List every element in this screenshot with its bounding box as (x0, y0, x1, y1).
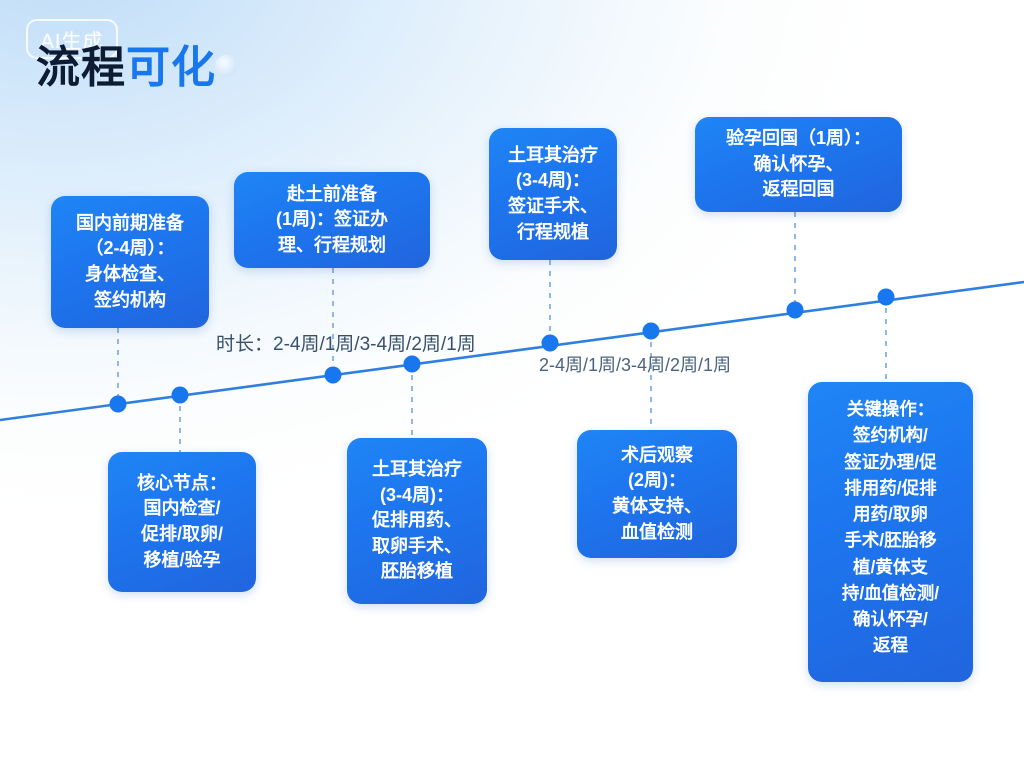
timeline-node-dot[interactable] (541, 334, 559, 352)
card-pregnancy-return[interactable]: 验孕回国（1周）： 确认怀孕、 返程回国 (695, 117, 902, 212)
card-text: 土耳其治疗 (3-4周)： 促排用药、 取卵手术、 胚胎移植 (372, 459, 462, 582)
card-post-op[interactable]: 术后观察 (2周)： 黄体支持、 血值检测 (577, 430, 737, 558)
timeline-duration-label: 时长：2-4周/1周/3-4周/2周/1周 (216, 334, 476, 355)
page-title-dark: 流程 (36, 43, 126, 92)
timeline-node-dot[interactable] (109, 395, 127, 413)
card-turkey-treatment-bottom[interactable]: 土耳其治疗 (3-4周)： 促排用药、 取卵手术、 胚胎移植 (347, 438, 487, 604)
card-text: 核心节点： 国内检查/ 促排/取卵/ 移植/验孕 (137, 472, 227, 570)
timeline-node-dot[interactable] (324, 366, 342, 384)
timeline-node-dot[interactable] (171, 386, 189, 404)
page-title-blue: 可化 (126, 43, 216, 92)
card-turkey-treatment-top[interactable]: 土耳其治疗 (3-4周)： 签证手术、 行程规植 (489, 128, 617, 260)
timeline-node-dot[interactable] (877, 288, 895, 306)
card-text: 关键操作： 签约机构/ 签证办理/促 排用药/促排 用药/取卵 手术/胚胎移 植… (841, 399, 940, 656)
card-pre-departure[interactable]: 赴土前准备 (1周)：签证办 理、行程规划 (234, 172, 430, 268)
card-core-nodes[interactable]: 核心节点： 国内检查/ 促排/取卵/ 移植/验孕 (108, 452, 256, 592)
card-domestic-prep[interactable]: 国内前期准备 （2-4周）： 身体检查、 签约机构 (51, 196, 209, 328)
card-text: 术后观察 (2周)： 黄体支持、 血值检测 (612, 444, 702, 542)
ai-generated-badge: AI生成 (26, 19, 118, 59)
card-text: 赴土前准备 (1周)：签证办 理、行程规划 (276, 183, 388, 255)
card-text: 土耳其治疗 (3-4周)： 签证手术、 行程规植 (508, 144, 598, 242)
timeline-node-dot[interactable] (403, 355, 421, 373)
timeline-duration-label: 2-4周/1周/3-4周/2周/1周 (539, 355, 732, 375)
card-key-operations[interactable]: 关键操作： 签约机构/ 签证办理/促 排用药/促排 用药/取卵 手术/胚胎移 植… (808, 382, 973, 682)
timeline-node-dot[interactable] (786, 301, 804, 319)
card-text: 国内前期准备 （2-4周）： 身体检查、 签约机构 (76, 212, 184, 310)
title-decoration-dot (215, 55, 237, 77)
page-title: 流程可化 (36, 43, 216, 92)
ai-badge-label: AI生成 (40, 30, 104, 53)
timeline-node-dot[interactable] (642, 322, 660, 340)
card-text: 验孕回国（1周）： 确认怀孕、 返程回国 (725, 128, 871, 200)
